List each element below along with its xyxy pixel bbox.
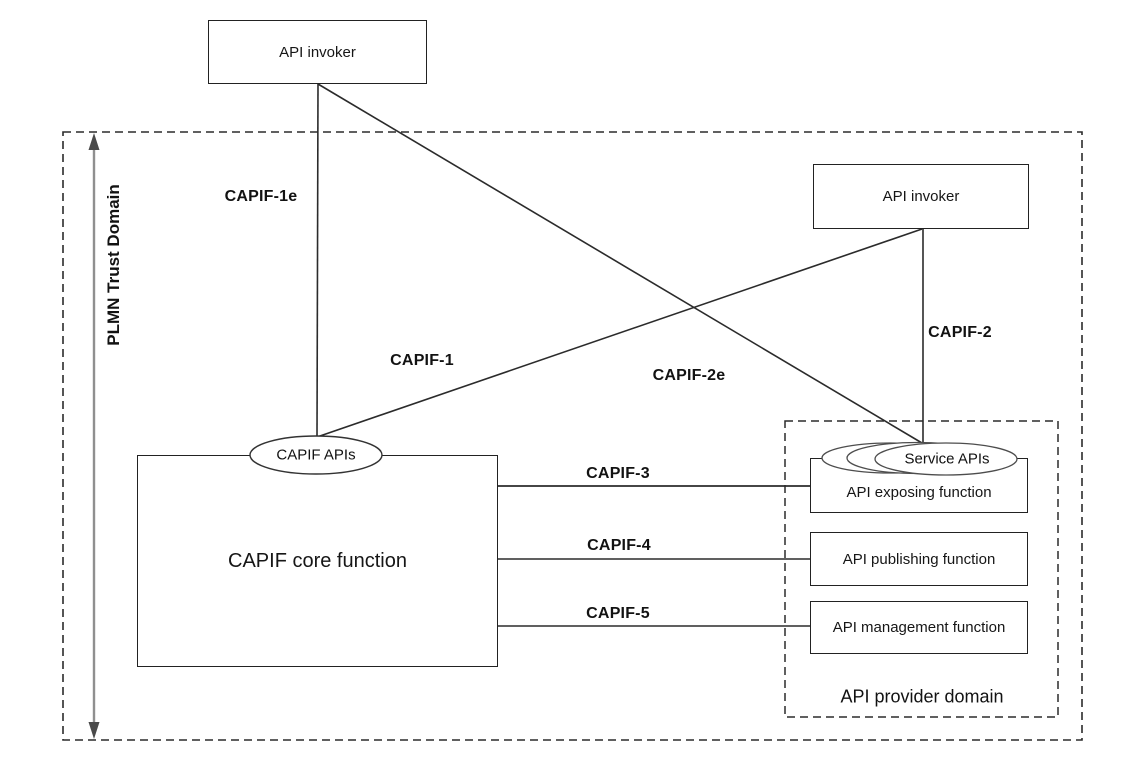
api-publishing-function-box: API publishing function — [810, 532, 1028, 586]
api-provider-domain-label: API provider domain — [840, 686, 1004, 707]
capif-2e-label: CAPIF-2e — [652, 367, 726, 384]
api-invoker-internal-box: API invoker — [813, 164, 1029, 229]
api-provider-domain-border — [784, 420, 1059, 718]
arrow-down-head — [88, 722, 100, 739]
capif-5-label: CAPIF-5 — [586, 605, 650, 622]
capif-2-label: CAPIF-2 — [928, 324, 992, 341]
api-invoker-external-box: API invoker — [208, 20, 427, 84]
capif-1e-label: CAPIF-1e — [224, 188, 298, 205]
capif-apis-label: CAPIF APIs — [276, 446, 356, 464]
capif-1-label: CAPIF-1 — [390, 352, 454, 369]
service-apis-label: Service APIs — [904, 450, 990, 468]
capif-4-label: CAPIF-4 — [587, 537, 651, 554]
plmn-trust-domain-label: PLMN Trust Domain — [104, 184, 123, 346]
capif-1e-line — [316, 83, 319, 438]
capif-apis-ellipse — [249, 435, 383, 475]
arrow-up-head — [88, 133, 100, 150]
plmn-trust-domain-border — [62, 131, 1083, 741]
capif-3-label: CAPIF-3 — [586, 465, 650, 482]
service-apis-ellipse-front — [874, 442, 1018, 476]
trust-domain-extent-arrow — [88, 133, 100, 739]
capif-core-function-box: CAPIF core function — [137, 455, 498, 667]
capif-1-line — [316, 228, 923, 438]
api-management-function-box: API management function — [810, 601, 1028, 654]
capif-2e-line — [317, 83, 923, 444]
